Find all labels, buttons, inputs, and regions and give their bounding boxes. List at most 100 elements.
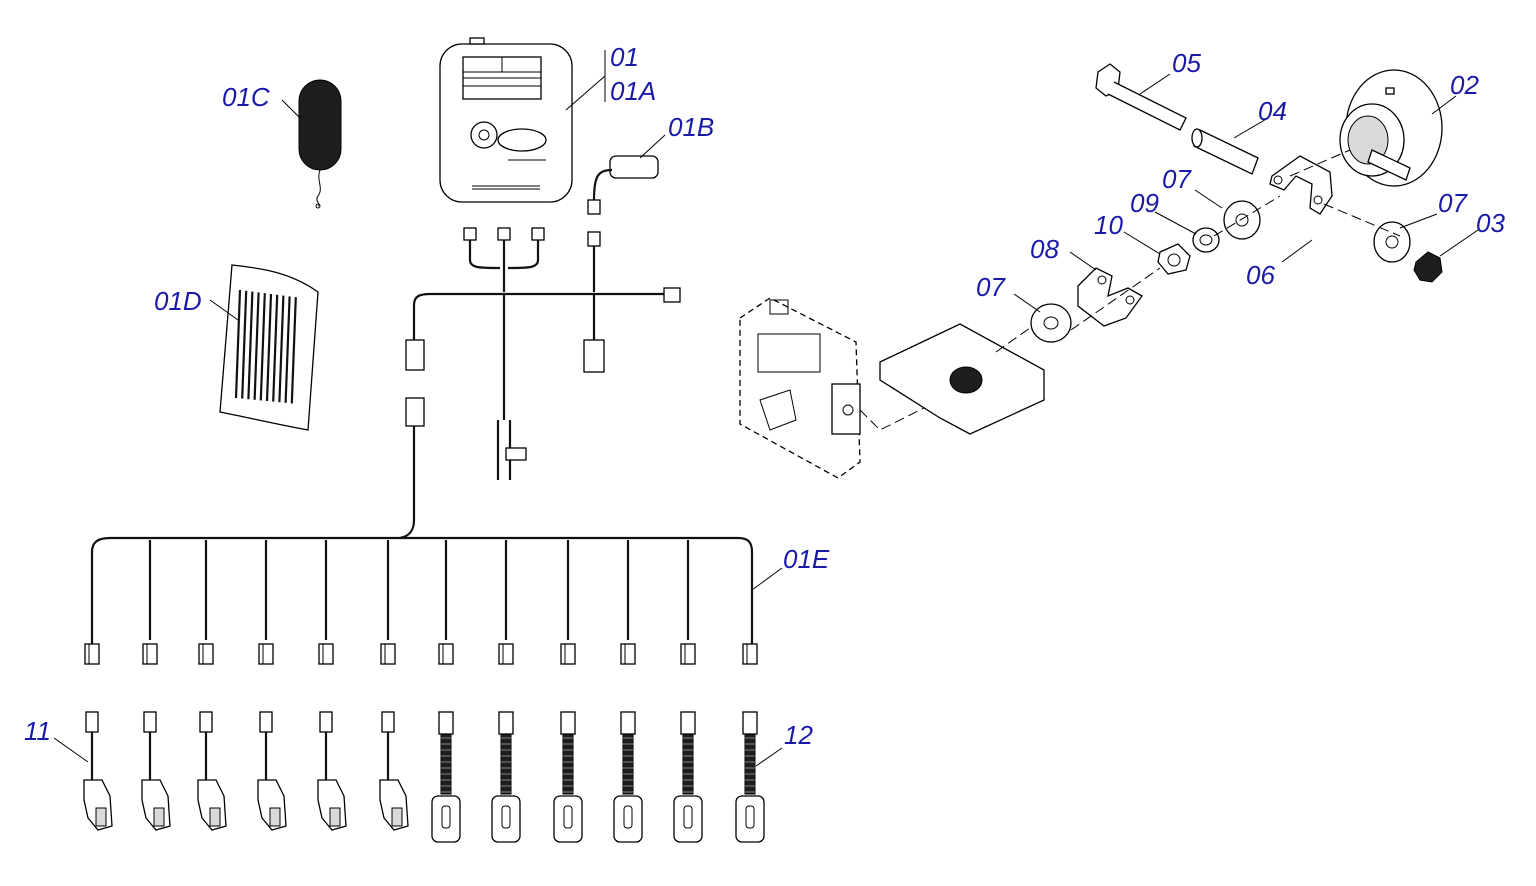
leader-lines: [53, 50, 1479, 767]
part-04-sleeve: [1191, 128, 1259, 175]
sensor-11-clip: [95, 807, 107, 827]
sensor-11-clip: [153, 807, 165, 827]
part-08-bracket: [1077, 267, 1143, 327]
callout-01a: 01A: [610, 76, 656, 106]
callout-01d: 01D: [154, 286, 202, 316]
callout-01: 01: [610, 42, 639, 72]
cable-tie: [265, 293, 273, 402]
part-07-washer-middle: [1223, 200, 1261, 240]
sensor-12-plug: [620, 711, 636, 735]
callout-01c: 01C: [222, 82, 270, 112]
callout-07-right: 07: [1438, 188, 1468, 218]
sensor-11-clip: [329, 807, 341, 827]
sensor-12-window: [441, 805, 451, 829]
harness-connector: [560, 643, 576, 665]
sensor-12-cable: [682, 733, 694, 795]
callout-11: 11: [24, 716, 51, 746]
callout-01e: 01E: [783, 544, 830, 574]
part-10-nut: [1157, 243, 1191, 275]
part-console-on-bracket: [739, 297, 1045, 479]
cable-tie: [278, 295, 285, 403]
harness-connector: [620, 643, 636, 665]
harness-connector: [438, 643, 454, 665]
part-01c-cover: [298, 79, 342, 209]
sensor-12-plug: [498, 711, 514, 735]
part-07-washer-left: [1030, 303, 1072, 343]
sensor-11-plug: [319, 711, 333, 733]
sensor-12-plug: [680, 711, 696, 735]
harness-connector: [742, 643, 758, 665]
callout-09: 09: [1130, 188, 1159, 218]
part-06-bracket: [1269, 155, 1333, 215]
harness-connector: [498, 643, 514, 665]
part-01b-module: [587, 155, 659, 247]
assembly-axes: [1070, 149, 1401, 331]
sensor-12-plug: [438, 711, 454, 735]
cable-tie: [241, 290, 248, 399]
sensor-11-plug: [199, 711, 213, 733]
part-07-washer-right: [1373, 221, 1411, 263]
sensor-12-body: [735, 795, 765, 843]
cable-tie: [284, 296, 291, 403]
sensor-11-plug: [143, 711, 157, 733]
sensor-12-window: [623, 805, 633, 829]
part-01e-sensor-harness: [84, 536, 758, 665]
part-02-hub: [1339, 69, 1443, 187]
callout-05: 05: [1172, 48, 1201, 78]
harness-connector: [380, 643, 396, 665]
cable-tie: [234, 289, 242, 399]
sensor-11-plug: [259, 711, 273, 733]
cable-tie: [253, 292, 260, 400]
parts-11-sensors: [83, 711, 409, 831]
sensor-11-clip: [391, 807, 403, 827]
cable-tie: [247, 291, 254, 400]
harness-connector: [142, 643, 158, 665]
harness-connector: [198, 643, 214, 665]
sensor-12-body: [553, 795, 583, 843]
parts-12-sensors: [431, 711, 765, 843]
callout-02: 02: [1450, 70, 1479, 100]
sensor-12-cable: [562, 733, 574, 795]
cable-tie: [272, 294, 279, 402]
sensor-12-window: [563, 805, 573, 829]
callout-06: 06: [1246, 260, 1275, 290]
callout-07-left: 07: [976, 272, 1006, 302]
harness-connector: [318, 643, 334, 665]
sensor-11-clip: [269, 807, 281, 827]
part-05-bolt: [1095, 63, 1187, 131]
sensor-12-window: [745, 805, 755, 829]
callout-01b: 01B: [668, 112, 714, 142]
sensor-12-cable: [500, 733, 512, 795]
harness-connector: [84, 643, 100, 665]
part-01d-cable-ties: [219, 264, 319, 431]
callout-03: 03: [1476, 208, 1505, 238]
sensor-11-plug: [85, 711, 99, 733]
part-03-knob: [1413, 251, 1443, 283]
callout-10: 10: [1094, 210, 1123, 240]
cable-tie: [259, 293, 266, 401]
sensor-12-body: [431, 795, 461, 843]
sensor-11-plug: [381, 711, 395, 733]
sensor-12-plug: [560, 711, 576, 735]
sensor-12-body: [613, 795, 643, 843]
sensor-12-window: [683, 805, 693, 829]
callout-07-middle: 07: [1162, 164, 1192, 194]
sensor-12-cable: [744, 733, 756, 795]
part-harness-upper: [399, 227, 681, 540]
sensor-12-window: [501, 805, 511, 829]
sensor-12-body: [491, 795, 521, 843]
callout-12: 12: [784, 720, 813, 750]
callout-04: 04: [1258, 96, 1287, 126]
callout-08: 08: [1030, 234, 1059, 264]
harness-connector: [680, 643, 696, 665]
sensor-12-cable: [622, 733, 634, 795]
sensor-11-clip: [209, 807, 221, 827]
harness-connector: [258, 643, 274, 665]
sensor-12-cable: [440, 733, 452, 795]
cable-tie: [290, 297, 297, 404]
part-01-console: [439, 37, 573, 203]
sensor-12-body: [673, 795, 703, 843]
sensor-12-plug: [742, 711, 758, 735]
part-09-lock-washer: [1192, 227, 1220, 253]
